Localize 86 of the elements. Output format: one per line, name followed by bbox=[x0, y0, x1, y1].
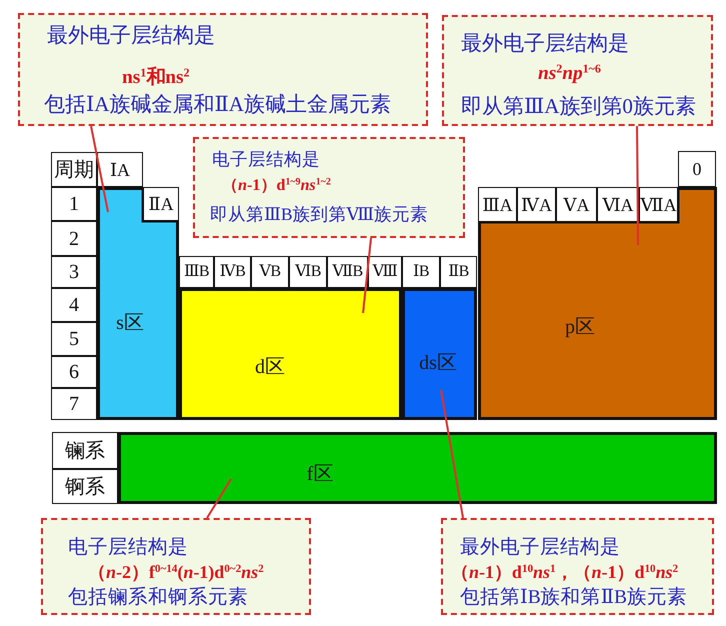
callout-box bbox=[18, 13, 428, 126]
callout-heading: 最外电子层结构是 bbox=[47, 23, 215, 48]
leader-line bbox=[440, 390, 464, 518]
group-header-cell bbox=[478, 187, 517, 222]
period-number: 6 bbox=[69, 362, 79, 382]
group-header-cell bbox=[251, 256, 289, 288]
group-label: 0 bbox=[692, 160, 702, 178]
series-label: 锕系 bbox=[65, 476, 105, 496]
callout-box bbox=[41, 518, 311, 615]
callout-note: 包括ⅠA族碱金属和ⅡA族碱土金属元素 bbox=[44, 92, 391, 118]
group-label: ⅠB bbox=[413, 264, 429, 280]
group-label: ⅡA bbox=[148, 195, 174, 213]
group-label: ⅦA bbox=[640, 196, 677, 214]
block-label: p区 bbox=[565, 317, 595, 337]
callout-box bbox=[442, 15, 713, 126]
callout-note: 包括第ⅠB族和第ⅡB族元素 bbox=[460, 586, 687, 610]
callout-heading: 最外电子层结构是 bbox=[460, 536, 620, 560]
group-header-cell bbox=[556, 187, 597, 222]
group-label: ⅤA bbox=[564, 196, 590, 214]
period-heading: 周期 bbox=[54, 160, 94, 180]
group-header-cell bbox=[97, 152, 143, 187]
group-header-cell bbox=[214, 256, 251, 288]
period-cell bbox=[51, 187, 97, 221]
leader-line bbox=[636, 126, 639, 246]
period-number: 1 bbox=[69, 194, 79, 214]
group-label: ⅣB bbox=[220, 264, 246, 280]
electron-configuration-formula: （n-1）d$^{1~9}$ns$^{1~2}$ bbox=[222, 176, 331, 196]
d-block-region bbox=[179, 288, 402, 420]
s-block-region bbox=[97, 187, 179, 420]
leader-line bbox=[362, 238, 372, 314]
group-header-cell bbox=[639, 187, 678, 222]
callout-heading: 电子层结构是 bbox=[212, 149, 320, 170]
period-number: 7 bbox=[69, 394, 79, 414]
block-label: ds区 bbox=[419, 353, 457, 373]
electron-configuration-formula: ns$^{1}$和ns$^{2}$ bbox=[122, 66, 190, 90]
group-label: ⅠA bbox=[110, 160, 130, 178]
group-header-cell bbox=[289, 256, 327, 288]
group-label: Ⅷ bbox=[372, 264, 398, 280]
callout-box bbox=[441, 518, 714, 615]
leader-line bbox=[90, 126, 109, 212]
callout-box bbox=[193, 137, 465, 238]
period-number: 3 bbox=[69, 262, 79, 282]
period-header-cell bbox=[51, 152, 97, 187]
group-label: ⅣA bbox=[521, 196, 552, 214]
series-cell bbox=[52, 432, 118, 469]
callout-note: 即从第ⅢA族到第0族元素 bbox=[461, 94, 696, 120]
group-label: ⅥB bbox=[295, 264, 321, 280]
ds-block-region bbox=[402, 288, 477, 420]
f-block-region bbox=[118, 432, 717, 504]
electron-configuration-formula: （n-2）f$^{0~14}$(n-1)d$^{0~2}$ns$^{2}$ bbox=[88, 562, 264, 584]
block-label: d区 bbox=[255, 357, 285, 377]
group-header-cell bbox=[402, 256, 440, 288]
period-cell bbox=[51, 288, 97, 322]
leader-line bbox=[206, 478, 232, 519]
group-label: ⅥA bbox=[602, 196, 634, 214]
group-header-cell bbox=[678, 151, 716, 187]
group-label: ⅤB bbox=[259, 264, 281, 280]
block-label: f区 bbox=[306, 464, 334, 484]
callout-note: 即从第ⅢB族到第Ⅷ族元素 bbox=[210, 204, 428, 225]
group-header-cell bbox=[179, 256, 214, 288]
callout-heading: 最外电子层结构是 bbox=[461, 31, 629, 56]
group-header-cell bbox=[440, 256, 477, 288]
period-cell bbox=[51, 356, 97, 388]
series-label: 镧系 bbox=[65, 440, 105, 460]
group-header-cell bbox=[597, 187, 639, 222]
block-label: s区 bbox=[116, 313, 144, 333]
series-cell bbox=[52, 469, 118, 504]
group-header-cell bbox=[368, 256, 402, 288]
period-cell bbox=[51, 322, 97, 356]
period-number: 2 bbox=[69, 228, 79, 248]
period-cell bbox=[51, 388, 97, 420]
period-number: 5 bbox=[69, 329, 79, 349]
group-label: ⅢA bbox=[482, 196, 513, 214]
group-label: ⅢB bbox=[184, 264, 210, 280]
electron-configuration-formula: （n-1）d$^{10}$ns$^{1}$，（n-1）d$^{10}$ns$^{2}$ bbox=[451, 562, 678, 584]
callout-note: 包括镧系和锕系元素 bbox=[68, 586, 248, 610]
electron-configuration-formula: ns$^{2}$np$^{1~6}$ bbox=[538, 62, 601, 86]
group-label: ⅦB bbox=[332, 264, 363, 280]
period-number: 4 bbox=[69, 295, 79, 315]
group-header-cell bbox=[327, 256, 368, 288]
period-cell bbox=[51, 256, 97, 288]
group-label: ⅡB bbox=[448, 264, 469, 280]
period-cell bbox=[51, 221, 97, 256]
callout-heading: 电子层结构是 bbox=[68, 536, 188, 560]
group-header-cell bbox=[143, 187, 179, 221]
group-header-cell bbox=[517, 187, 556, 222]
